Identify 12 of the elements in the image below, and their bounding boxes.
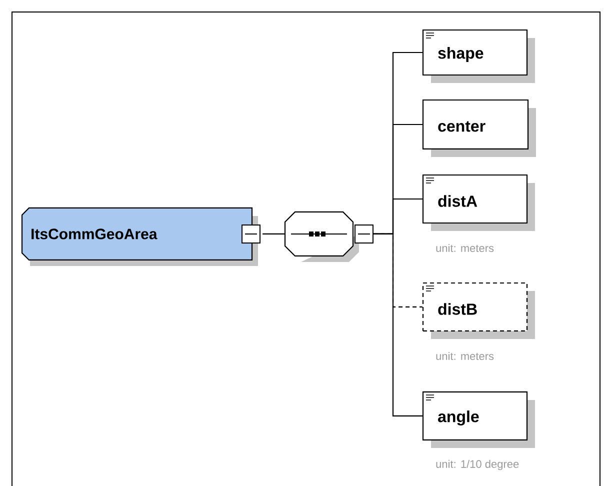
node-label: unit: meters xyxy=(436,244,494,252)
element-box: distB unit: meters xyxy=(422,282,535,360)
element-box: ItsCommGeoArea xyxy=(21,207,260,266)
node-label: unit: 1/10 degree xyxy=(436,460,519,470)
element-box: shape xyxy=(422,29,535,83)
element-box: angle unit: 1/10 degree xyxy=(422,391,535,470)
node-label: unit: meters xyxy=(436,352,494,360)
connector-line xyxy=(262,233,284,235)
connector-line xyxy=(374,233,422,417)
sequence-octagon xyxy=(284,211,374,262)
element-box: distA unit: meters xyxy=(422,174,535,252)
element-box: center xyxy=(422,99,536,157)
